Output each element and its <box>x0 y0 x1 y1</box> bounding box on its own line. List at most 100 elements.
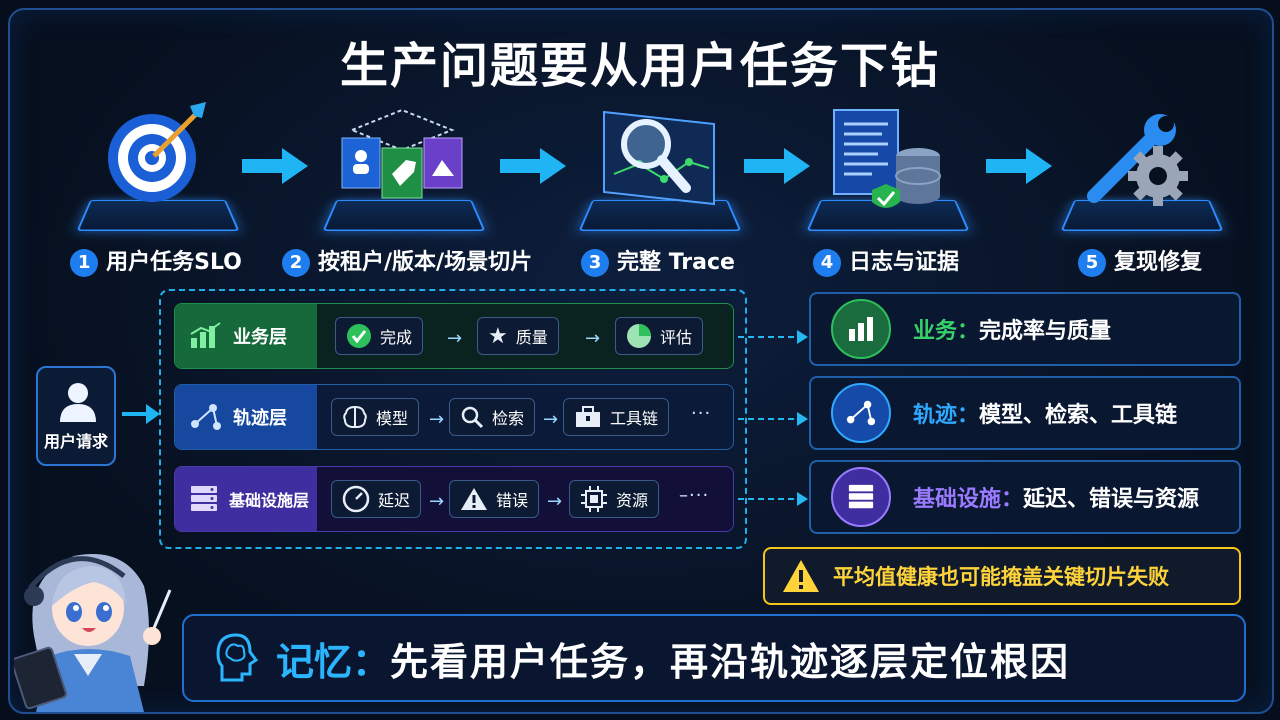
step-5-label: 5 复现修复 <box>1040 244 1240 277</box>
summary-value: 模型、检索、工具链 <box>979 403 1178 428</box>
step-2: 2 按租户/版本/场景切片 <box>282 100 532 280</box>
mascot-girl-illustration <box>14 554 172 712</box>
chip-label: 资源 <box>616 491 649 510</box>
bar-chart-icon <box>831 299 891 359</box>
user-request-arrowhead <box>146 404 160 424</box>
gauge-icon <box>342 485 370 513</box>
layer-name: 轨迹层 <box>233 408 287 429</box>
summary-key: 基础设施： <box>913 487 1024 512</box>
step-label: 按租户/版本/场景切片 <box>318 250 533 275</box>
memory-value: 先看用户任务，再沿轨迹逐层定位根因 <box>390 639 1071 684</box>
summary-key: 轨迹： <box>913 403 980 428</box>
server-icon <box>831 467 891 527</box>
step-4-label: 4 日志与证据 <box>786 244 986 277</box>
summary-trace: 轨迹： 模型、检索、工具链 <box>809 376 1241 450</box>
warning-banner: 平均值健康也可能掩盖关键切片失败 <box>763 547 1241 605</box>
search-icon <box>461 406 484 429</box>
chip-label: 检索 <box>492 409 525 428</box>
chip-label: 工具链 <box>610 409 659 428</box>
chip-label: 延迟 <box>378 491 411 510</box>
chip-label: 完成 <box>380 328 413 347</box>
layer-name: 基础设施层 <box>229 491 310 510</box>
pie-chart-icon <box>627 324 651 348</box>
chip-label: 评估 <box>660 328 693 347</box>
flow-arrow: → <box>429 409 445 430</box>
dashed-connector <box>738 412 808 426</box>
log-database-icon <box>833 109 941 208</box>
slice-cubes-icon <box>341 108 463 199</box>
layer-business: 业务层 完成 → ★ 质量 → 评估 <box>174 303 734 369</box>
dashed-connector <box>738 330 808 344</box>
layer-more: –··· <box>679 485 710 506</box>
chip-error: 错误 <box>449 480 540 518</box>
summary-value: 完成率与质量 <box>979 319 1112 344</box>
step-2-label: 2 按租户/版本/场景切片 <box>282 244 532 277</box>
brain-icon <box>343 405 367 428</box>
dashed-connector <box>738 492 808 506</box>
server-icon <box>191 486 217 511</box>
user-request-box: 用户请求 <box>36 366 116 466</box>
layer-name: 业务层 <box>233 327 287 348</box>
summary-infra: 基础设施： 延迟、错误与资源 <box>809 460 1241 534</box>
toolbox-icon <box>576 406 600 427</box>
chip-label: 错误 <box>496 491 529 510</box>
warning-text: 平均值健康也可能掩盖关键切片失败 <box>833 565 1169 589</box>
layer-infra: 基础设施层 延迟 → 错误 → 资源 –··· <box>174 466 734 532</box>
warning-triangle-icon <box>461 488 487 510</box>
chip-retrieval: 检索 <box>449 398 536 436</box>
bar-chart-icon <box>190 322 221 348</box>
flow-arrow: → <box>543 409 559 430</box>
layer-trace: 轨迹层 模型 → 检索 → 工具链 ··· <box>174 384 734 450</box>
flow-arrow: → <box>547 491 563 512</box>
step-label: 完整 Trace <box>617 250 735 275</box>
flow-arrow: → <box>585 328 601 349</box>
step-number: 2 <box>282 249 310 277</box>
target-icon <box>108 102 206 202</box>
memory-bar: 记忆： 先看用户任务，再沿轨迹逐层定位根因 <box>182 614 1246 702</box>
warning-triangle-icon <box>783 560 819 592</box>
chip-label: 质量 <box>515 328 548 347</box>
step-5: 5 复现修复 <box>1040 100 1240 280</box>
memory-key: 记忆： <box>276 639 391 684</box>
chip-latency: 延迟 <box>331 480 422 518</box>
summary-value: 延迟、错误与资源 <box>1023 487 1200 512</box>
summary-business: 业务： 完成率与质量 <box>809 292 1241 366</box>
step-3-label: 3 完整 Trace <box>558 244 758 277</box>
flow-arrow: → <box>447 328 463 349</box>
chip-complete: 完成 <box>335 317 424 355</box>
layer-trace-head: 轨迹层 <box>175 385 317 449</box>
chip-label: 模型 <box>376 409 409 428</box>
check-circle-icon <box>347 324 371 348</box>
step-1: 1 用户任务SLO <box>56 100 256 280</box>
trace-nodes-icon <box>191 404 221 430</box>
magnifier-trace-icon <box>603 110 715 206</box>
step-3: 3 完整 Trace <box>558 100 758 280</box>
layer-more: ··· <box>691 403 712 424</box>
step-number: 1 <box>70 249 99 277</box>
chip-resource: 资源 <box>569 480 660 518</box>
layer-infra-head: 基础设施层 <box>175 467 317 531</box>
step-4: 4 日志与证据 <box>786 100 986 280</box>
step-label: 日志与证据 <box>848 250 959 275</box>
page-title: 生产问题要从用户任务下钻 <box>339 38 940 94</box>
summary-key: 业务： <box>913 319 980 344</box>
brain-head-icon <box>216 633 259 682</box>
step-number: 3 <box>581 249 610 277</box>
chip-toolchain: 工具链 <box>563 398 670 436</box>
chip-cpu-icon <box>581 486 607 512</box>
wrench-gear-icon <box>1087 114 1188 206</box>
trace-nodes-icon <box>831 383 891 443</box>
layer-business-head: 业务层 <box>175 304 317 368</box>
chip-quality: ★ 质量 <box>477 317 559 355</box>
step-number: 4 <box>812 249 841 277</box>
user-icon <box>60 383 96 422</box>
chip-evaluate: 评估 <box>615 317 704 355</box>
step-number: 5 <box>1077 249 1106 277</box>
step-label: 复现修复 <box>1113 250 1202 275</box>
step-label: 用户任务SLO <box>106 250 242 275</box>
step-1-label: 1 用户任务SLO <box>56 244 256 277</box>
chip-model: 模型 <box>331 398 420 436</box>
star-icon: ★ <box>488 323 508 349</box>
user-request-label: 用户请求 <box>43 432 108 451</box>
user-request-arrow <box>122 412 150 416</box>
